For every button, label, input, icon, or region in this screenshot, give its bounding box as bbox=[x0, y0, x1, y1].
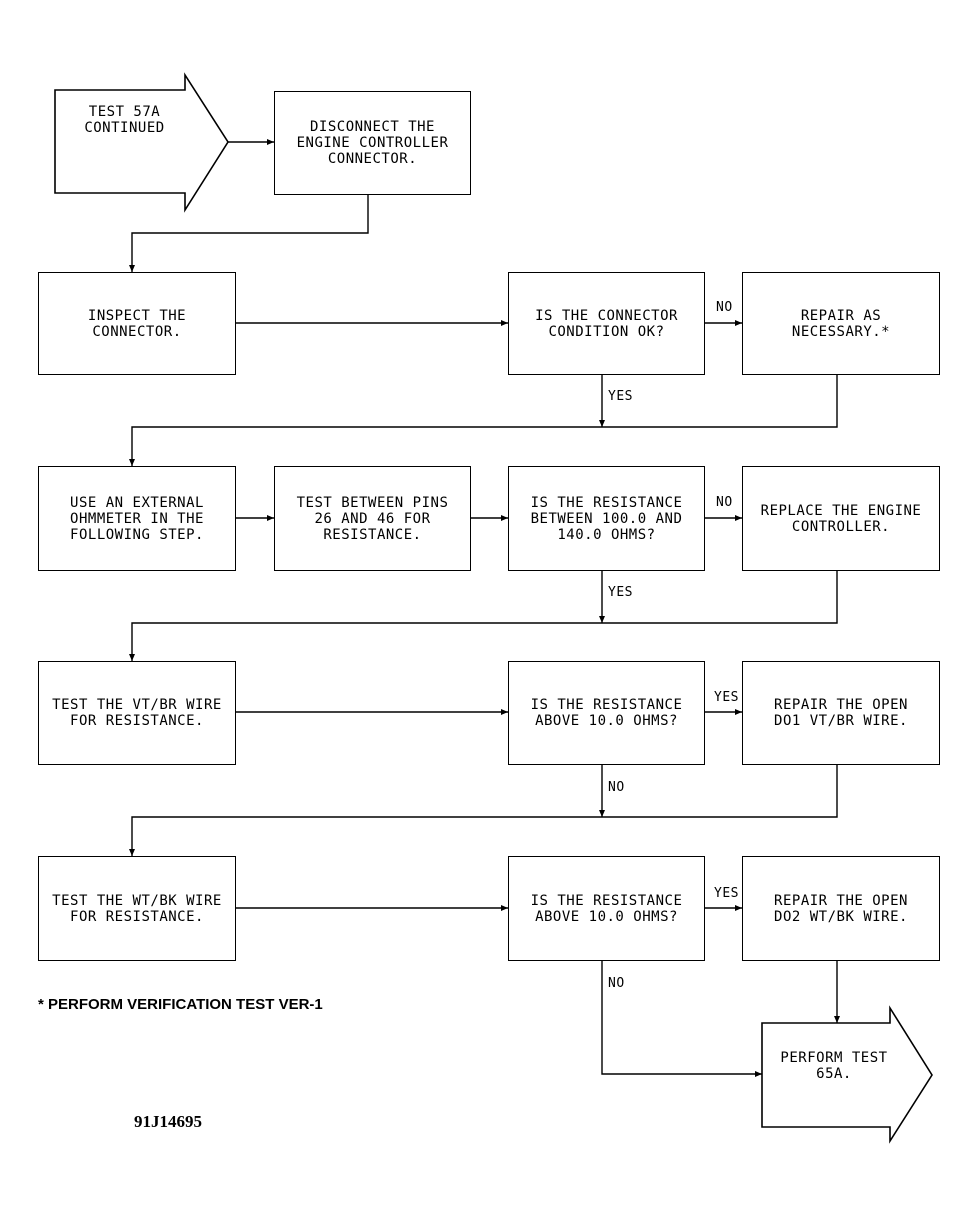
question-above-ten-2-text: IS THE RESISTANCE ABOVE 10.0 OHMS? bbox=[530, 892, 683, 925]
step-test-pins-text: TEST BETWEEN PINS 26 AND 46 FOR RESISTAN… bbox=[296, 494, 449, 543]
label-no-3: NO bbox=[608, 780, 625, 795]
label-no-2: NO bbox=[716, 495, 733, 510]
footnote: * PERFORM VERIFICATION TEST VER-1 bbox=[38, 996, 323, 1013]
question-resistance-range-text: IS THE RESISTANCE BETWEEN 100.0 AND 140.… bbox=[530, 494, 683, 543]
step-use-ohmmeter-box: USE AN EXTERNAL OHMMETER IN THE FOLLOWIN… bbox=[38, 466, 236, 571]
question-connector-text: IS THE CONNECTOR CONDITION OK? bbox=[535, 307, 678, 340]
question-above-ten-1-text: IS THE RESISTANCE ABOVE 10.0 OHMS? bbox=[530, 697, 683, 729]
question-connector-box: IS THE CONNECTOR CONDITION OK? bbox=[508, 272, 705, 375]
label-no-1: NO bbox=[716, 300, 733, 315]
step-use-ohmmeter-text: USE AN EXTERNAL OHMMETER IN THE FOLLOWIN… bbox=[70, 494, 204, 543]
step-test-vt-br-text: TEST THE VT/BR WIRE FOR RESISTANCE. bbox=[52, 697, 222, 729]
step-repair-wt-bk-text: REPAIR THE OPEN DO2 WT/BK WIRE. bbox=[774, 892, 908, 925]
step-inspect-box: INSPECT THE CONNECTOR. bbox=[38, 272, 236, 375]
label-yes-3: YES bbox=[714, 690, 739, 705]
question-resistance-range-box: IS THE RESISTANCE BETWEEN 100.0 AND 140.… bbox=[508, 466, 705, 571]
start-arrow-text: TEST 57A CONTINUED bbox=[84, 104, 165, 136]
step-test-wt-bk-text: TEST THE WT/BK WIRE FOR RESISTANCE. bbox=[52, 892, 222, 925]
step-replace-controller-box: REPLACE THE ENGINE CONTROLLER. bbox=[742, 466, 940, 571]
label-yes-4: YES bbox=[714, 886, 739, 901]
step-replace-controller-text: REPLACE THE ENGINE CONTROLLER. bbox=[760, 502, 922, 535]
start-arrow-shape bbox=[54, 72, 229, 213]
step-test-pins-box: TEST BETWEEN PINS 26 AND 46 FOR RESISTAN… bbox=[274, 466, 471, 571]
step-repair-vt-br-text: REPAIR THE OPEN DO1 VT/BR WIRE. bbox=[774, 697, 908, 729]
step-test-vt-br-box: TEST THE VT/BR WIRE FOR RESISTANCE. bbox=[38, 661, 236, 765]
end-arrow-shape bbox=[761, 1005, 933, 1144]
step-repair-wt-bk-box: REPAIR THE OPEN DO2 WT/BK WIRE. bbox=[742, 856, 940, 961]
step-inspect-text: INSPECT THE CONNECTOR. bbox=[87, 307, 187, 340]
question-above-ten-2-box: IS THE RESISTANCE ABOVE 10.0 OHMS? bbox=[508, 856, 705, 961]
label-yes-1: YES bbox=[608, 389, 633, 404]
end-arrow-text: PERFORM TEST 65A. bbox=[780, 1050, 888, 1082]
step-repair-necessary-box: REPAIR AS NECESSARY.* bbox=[742, 272, 940, 375]
step-repair-necessary-text: REPAIR AS NECESSARY.* bbox=[791, 307, 891, 340]
step-disconnect-text: DISCONNECT THE ENGINE CONTROLLER CONNECT… bbox=[296, 119, 449, 167]
question-above-ten-1-box: IS THE RESISTANCE ABOVE 10.0 OHMS? bbox=[508, 661, 705, 765]
step-test-wt-bk-box: TEST THE WT/BK WIRE FOR RESISTANCE. bbox=[38, 856, 236, 961]
figure-code: 91J14695 bbox=[134, 1112, 202, 1131]
step-repair-vt-br-box: REPAIR THE OPEN DO1 VT/BR WIRE. bbox=[742, 661, 940, 765]
step-disconnect-box: DISCONNECT THE ENGINE CONTROLLER CONNECT… bbox=[274, 91, 471, 195]
label-no-4: NO bbox=[608, 976, 625, 991]
label-yes-2: YES bbox=[608, 585, 633, 600]
